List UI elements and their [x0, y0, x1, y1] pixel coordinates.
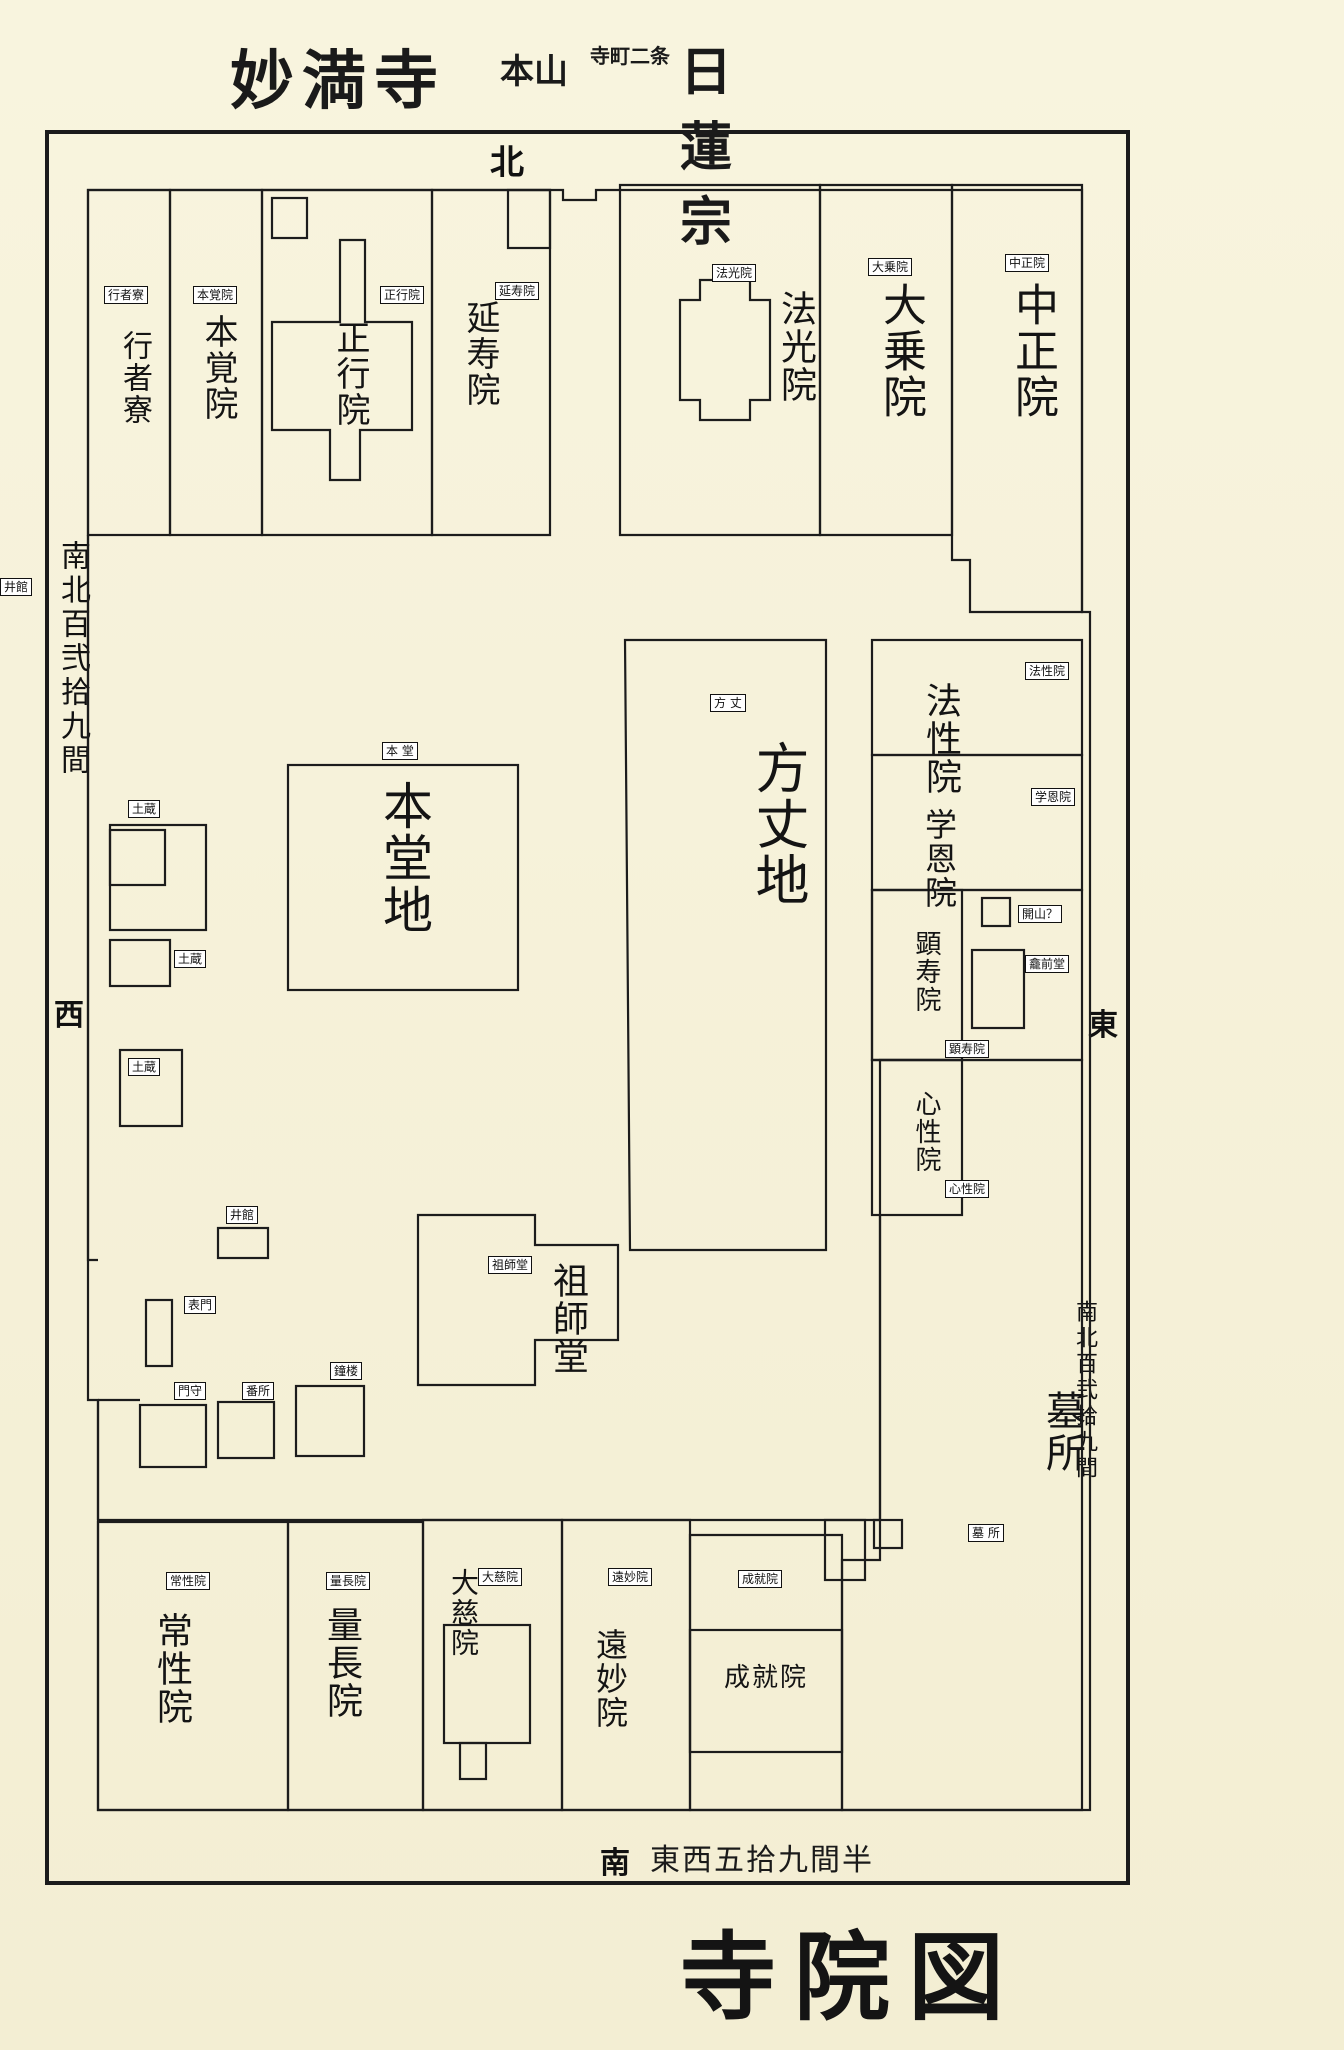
tag-hondo: 本 堂	[382, 742, 418, 760]
idokan-building	[216, 1226, 270, 1260]
name-jojuin: 成就院	[724, 1663, 809, 1693]
hojo-plot	[623, 638, 828, 1252]
map-title: 日蓮宗 寺町二条 本山 妙満寺	[120, 30, 760, 253]
tag-soshido: 祖師堂	[488, 1256, 533, 1274]
gakuonin-plot	[870, 753, 1084, 892]
tag-daiji-in: 大慈院	[478, 1568, 523, 1586]
south-dimension-note: 東西五拾九間半	[650, 1843, 874, 1878]
shoro-building	[294, 1384, 366, 1458]
daiji-in-annex	[458, 1741, 488, 1781]
jojuin-annex	[823, 1518, 867, 1582]
shogyoin-building	[270, 238, 414, 482]
tag-kaizan: 開山？	[1018, 905, 1063, 923]
bansho-building	[216, 1400, 276, 1460]
hokoin-building	[678, 278, 772, 422]
hoshoin-plot	[870, 638, 1084, 757]
name-gyojaryo: 行者寮	[117, 330, 152, 426]
tag-bansho: 番所	[242, 1382, 275, 1400]
chushoin-plot	[950, 183, 1084, 614]
tag-hongakuin: 本覚院	[193, 286, 238, 304]
dozo1-plot	[108, 823, 208, 932]
monshu-building	[138, 1403, 208, 1469]
dozo2-plot	[108, 938, 172, 988]
tag-josho-in: 常性院	[166, 1572, 211, 1590]
tag-kyozendo: 龕前堂	[1025, 955, 1070, 973]
tag-hoshoin: 法性院	[1025, 662, 1070, 680]
tag-shogyoin: 正行院	[380, 286, 425, 304]
tag-dozo2: 土蔵	[174, 950, 207, 968]
name-shogyoin: 正行院	[330, 320, 370, 428]
tag-dozo3: 土蔵	[128, 1058, 161, 1076]
name-daijoin: 大乗院	[875, 282, 926, 420]
tag-kenjuin: 顕寿院	[945, 1040, 990, 1058]
title-sect: 日蓮宗	[680, 42, 739, 253]
tag-dozo1: 土蔵	[128, 800, 161, 818]
name-hongakuin: 本覚院	[198, 314, 238, 422]
tag-idokan-outer: 井館	[0, 578, 33, 596]
josho-in-plot	[96, 1520, 290, 1812]
tag-ryocho-in: 量長院	[326, 1572, 371, 1590]
name-kenjuin: 顕寿院	[911, 930, 941, 1014]
name-josho-in: 常性院	[151, 1612, 192, 1726]
west-inner-line	[86, 535, 98, 1262]
west-dimension-note: 南北百弐拾九間	[55, 540, 90, 778]
tag-daijoin: 大乗院	[868, 258, 913, 276]
tag-jojuin: 成就院	[738, 1570, 783, 1588]
enjuin-annex	[506, 188, 552, 250]
tag-idokan: 井館	[226, 1206, 259, 1224]
name-enjuin: 延寿院	[460, 300, 500, 408]
tag-ryomyo-in: 遠妙院	[608, 1568, 653, 1586]
name-gakuonin: 学恩院	[920, 808, 958, 910]
tag-shoro: 鐘楼	[330, 1362, 363, 1380]
name-hondo: 本堂地	[375, 780, 433, 936]
tag-gakuonin: 学恩院	[1031, 788, 1076, 806]
tag-shinshoin: 心性院	[945, 1180, 990, 1198]
name-hojo: 方丈地	[746, 740, 809, 908]
north-marker: 北	[490, 143, 524, 183]
kyozendo-building	[970, 948, 1026, 1030]
tag-gyojaryo: 行者寮	[104, 286, 149, 304]
west-marker: 西	[54, 998, 84, 1033]
dozo3-plot	[118, 1048, 184, 1128]
name-soshido: 祖師堂	[547, 1262, 588, 1376]
gate-wall	[96, 1398, 140, 1520]
soshido-plot	[416, 1213, 620, 1387]
title-main: 妙満寺	[230, 44, 446, 119]
title-honzan: 本山	[500, 52, 568, 92]
east-marker: 東	[1088, 1008, 1118, 1043]
kaizan-building	[980, 896, 1012, 928]
dozo1-inner	[108, 828, 167, 887]
tag-enjuin: 延寿院	[495, 282, 540, 300]
tag-omotemon: 表門	[184, 1296, 217, 1314]
map-border	[45, 130, 1130, 1885]
name-daiji-in: 大慈院	[447, 1568, 480, 1658]
bosho-gate	[872, 1518, 904, 1550]
tag-hojo: 方 丈	[710, 694, 746, 712]
omotemon-building	[144, 1298, 174, 1368]
tag-bosho: 墓 所	[968, 1524, 1004, 1542]
east-dimension-note: 南北百弐拾九間	[1072, 1300, 1097, 1482]
bosho-plot	[840, 1058, 1084, 1812]
title-location: 寺町二条	[590, 44, 670, 68]
south-marker: 南	[600, 1846, 630, 1881]
footer-title-text: 寺院図	[680, 1921, 1022, 2034]
name-ryocho-in: 量長院	[321, 1606, 362, 1720]
tag-monshu: 門守	[174, 1382, 207, 1400]
name-shinshoin: 心性院	[911, 1090, 941, 1174]
hondo-plot	[286, 763, 520, 992]
tag-chushoin: 中正院	[1005, 254, 1050, 272]
name-hokoin: 法光院	[775, 290, 816, 404]
name-hoshoin: 法性院	[920, 682, 961, 796]
footer-title: 寺院図	[660, 1900, 1300, 2034]
name-bosho: 墓所	[1039, 1390, 1085, 1474]
name-chushoin: 中正院	[1007, 282, 1058, 420]
shogyoin-annex	[270, 196, 309, 240]
tag-hokoin: 法光院	[712, 264, 757, 282]
name-ryomyo-in: 遠妙院	[591, 1628, 629, 1730]
